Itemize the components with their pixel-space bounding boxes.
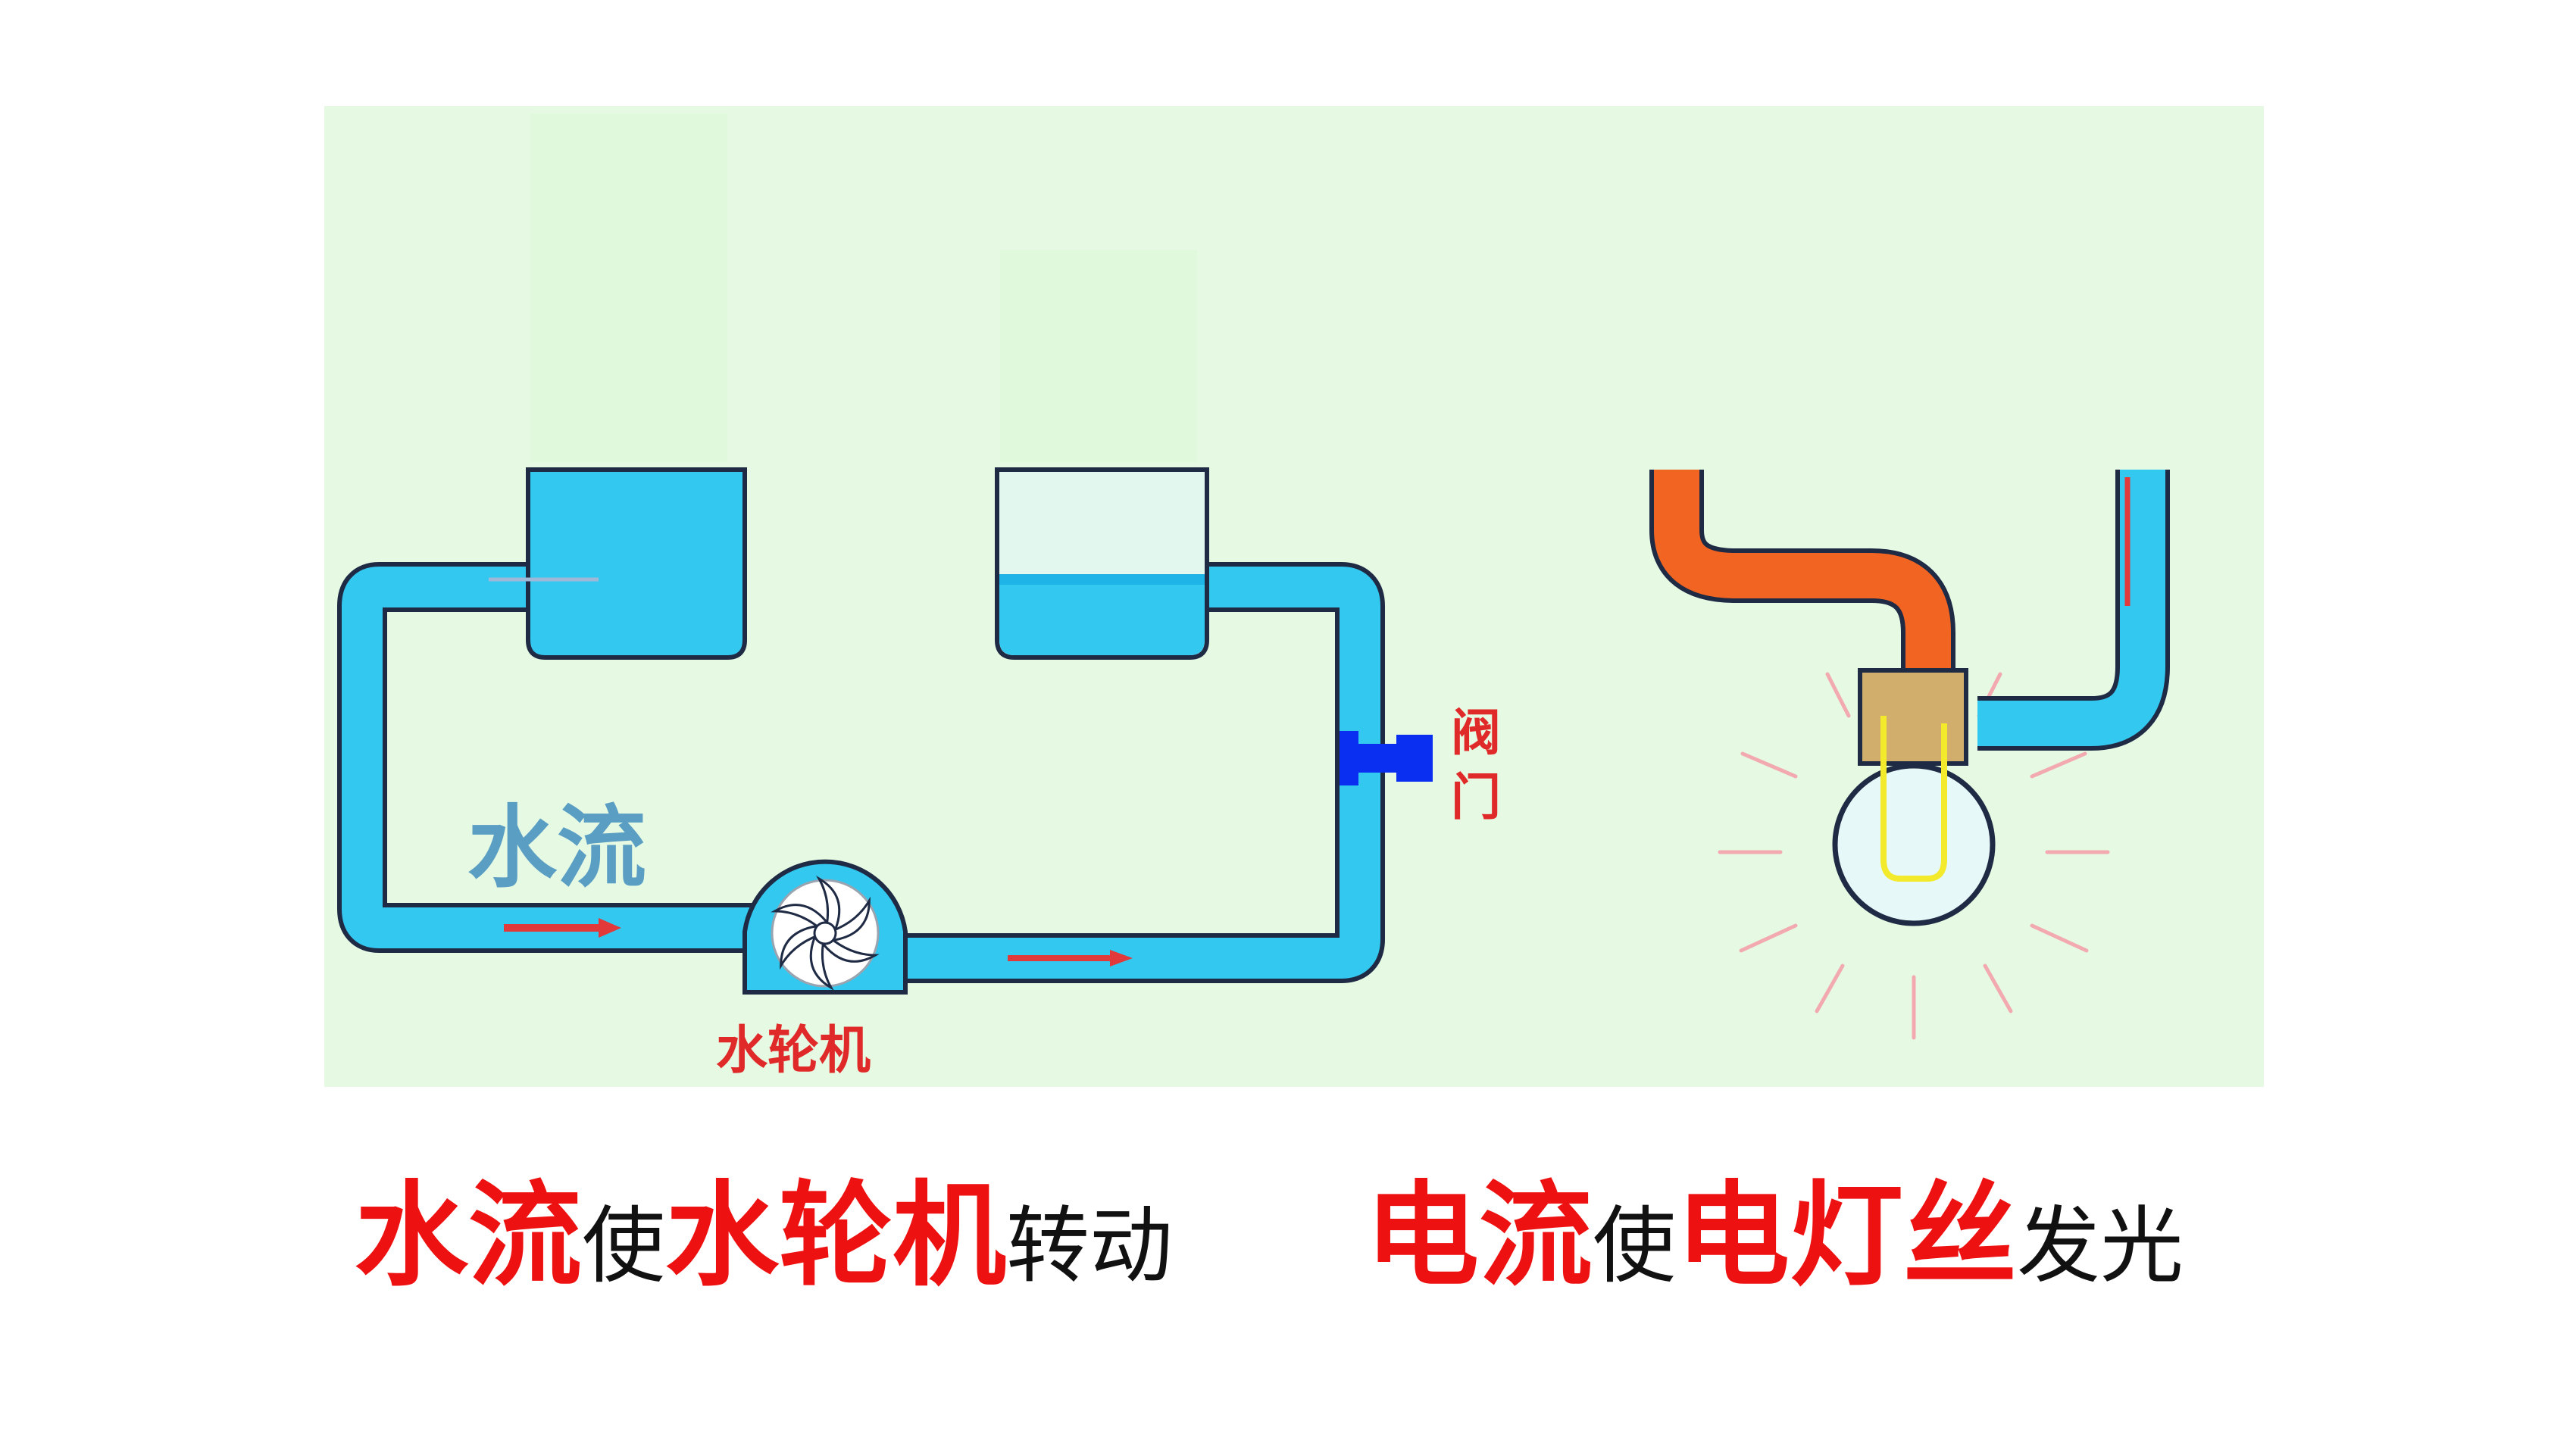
lamp-base xyxy=(1858,668,1968,766)
glow-rays xyxy=(1718,672,2110,1040)
caption-water: 水流 使 水轮机 转动 xyxy=(355,1144,1173,1310)
caption-electric-part-4: 发光 xyxy=(2017,1198,2184,1294)
caption-electric: 电流 使 电灯丝 发光 xyxy=(1365,1144,2184,1310)
valve-label: 阀 门 xyxy=(1451,704,1518,826)
flow-arrow-left xyxy=(504,918,621,938)
right-reservoir-surface xyxy=(999,574,1205,585)
caption-water-part-1: 水流 xyxy=(355,1169,583,1302)
caption-water-part-3: 水轮机 xyxy=(665,1169,1007,1302)
caption-electric-part-2: 使 xyxy=(1593,1198,1677,1294)
water-flow-label: 水流 xyxy=(467,795,646,900)
left-reservoir xyxy=(526,467,747,660)
caption-electric-part-3: 电灯丝 xyxy=(1676,1169,2018,1302)
caption-water-part-4: 转动 xyxy=(1006,1198,1174,1294)
turbine-icon xyxy=(771,875,880,992)
turbine-label: 水轮机 xyxy=(716,1021,871,1081)
electric-circuit xyxy=(1649,470,2170,1040)
valve-icon xyxy=(1340,731,1433,785)
flow-arrow-right xyxy=(1008,950,1133,967)
light-bulb xyxy=(1832,763,1996,926)
water-circuit: 水流 水轮机 阀 门 xyxy=(337,467,1518,1081)
right-reservoir-water xyxy=(999,579,1205,655)
filament xyxy=(1880,716,1947,882)
panel-shade-right xyxy=(1000,250,1197,462)
caption-water-part-2: 使 xyxy=(582,1198,666,1294)
blue-wire xyxy=(1977,470,2165,746)
panel-shade-left xyxy=(530,114,727,462)
orange-wire xyxy=(1654,470,1951,682)
caption-electric-part-1: 电流 xyxy=(1365,1169,1593,1302)
